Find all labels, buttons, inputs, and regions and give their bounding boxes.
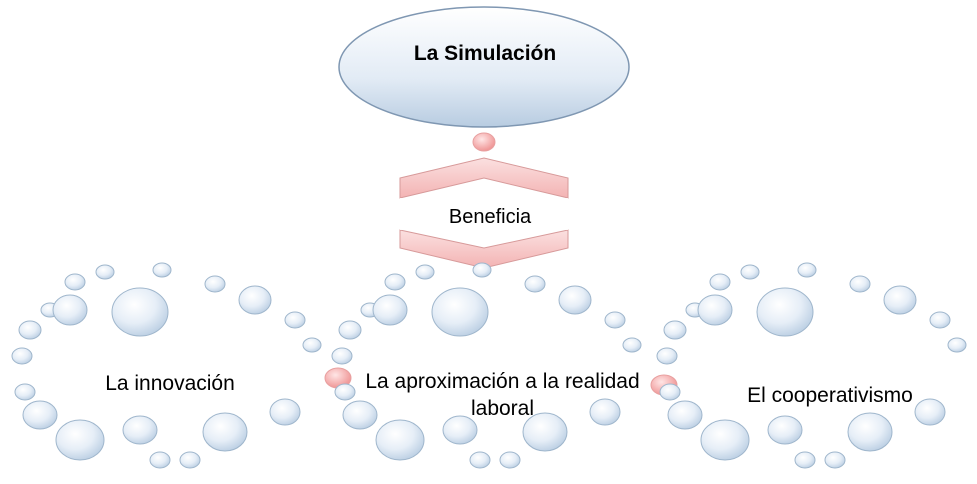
bubble (589, 398, 621, 426)
bubble (794, 451, 816, 469)
bubble (622, 337, 642, 353)
bubble (740, 264, 760, 280)
bubble (604, 311, 626, 329)
bubble (52, 294, 88, 326)
bubble (499, 451, 521, 469)
bubble (914, 398, 946, 426)
bubble (372, 294, 408, 326)
bubble (472, 262, 492, 278)
bubble (522, 412, 568, 452)
bubble (442, 415, 478, 445)
bubble (204, 275, 226, 293)
bubble (22, 400, 58, 430)
bubble (302, 337, 322, 353)
bubble (656, 347, 678, 365)
bubble (342, 400, 378, 430)
connector-dot-top (472, 132, 496, 152)
branch-label-aproximacion: La aproximación a la realidad laboral (365, 370, 640, 421)
bubble (929, 311, 951, 329)
bubble (202, 412, 248, 452)
bubble (883, 285, 917, 315)
bubble (95, 264, 115, 280)
bubble (11, 347, 33, 365)
bubble (269, 398, 301, 426)
title-label: La Simulación (413, 42, 557, 65)
bubble (338, 320, 362, 340)
bubble-ring-3 (656, 262, 967, 469)
bubble (697, 294, 733, 326)
bubble (700, 419, 750, 461)
bubble (756, 287, 814, 337)
bubble (431, 287, 489, 337)
bubble (284, 311, 306, 329)
bubble (947, 337, 967, 353)
bubble (55, 419, 105, 461)
bubble (663, 320, 687, 340)
bubble (18, 320, 42, 340)
bubble (122, 415, 158, 445)
bubble (375, 419, 425, 461)
title-ellipse (338, 6, 630, 128)
bubble-ring-1 (11, 262, 322, 469)
bubble (331, 347, 353, 365)
bubble (709, 273, 731, 291)
bubble (824, 451, 846, 469)
bubble (14, 383, 36, 401)
bubble (667, 400, 703, 430)
bubble (179, 451, 201, 469)
connector-label: Beneficia (448, 206, 532, 228)
bubble (334, 383, 356, 401)
bubble (847, 412, 893, 452)
bubble (111, 287, 169, 337)
bubble (64, 273, 86, 291)
bubble (524, 275, 546, 293)
connector-chevron (399, 157, 569, 269)
bubble (415, 264, 435, 280)
bubble (849, 275, 871, 293)
bubble (558, 285, 592, 315)
bubble (767, 415, 803, 445)
bubble-ring-2 (331, 262, 642, 469)
bubble (149, 451, 171, 469)
bubble (469, 451, 491, 469)
bubble (659, 383, 681, 401)
bubble (238, 285, 272, 315)
bubble (384, 273, 406, 291)
bubble (797, 262, 817, 278)
branch-label-cooperativismo: El cooperativismo (747, 384, 913, 407)
branch-label-innovacion: La innovación (105, 372, 235, 395)
bubble (152, 262, 172, 278)
